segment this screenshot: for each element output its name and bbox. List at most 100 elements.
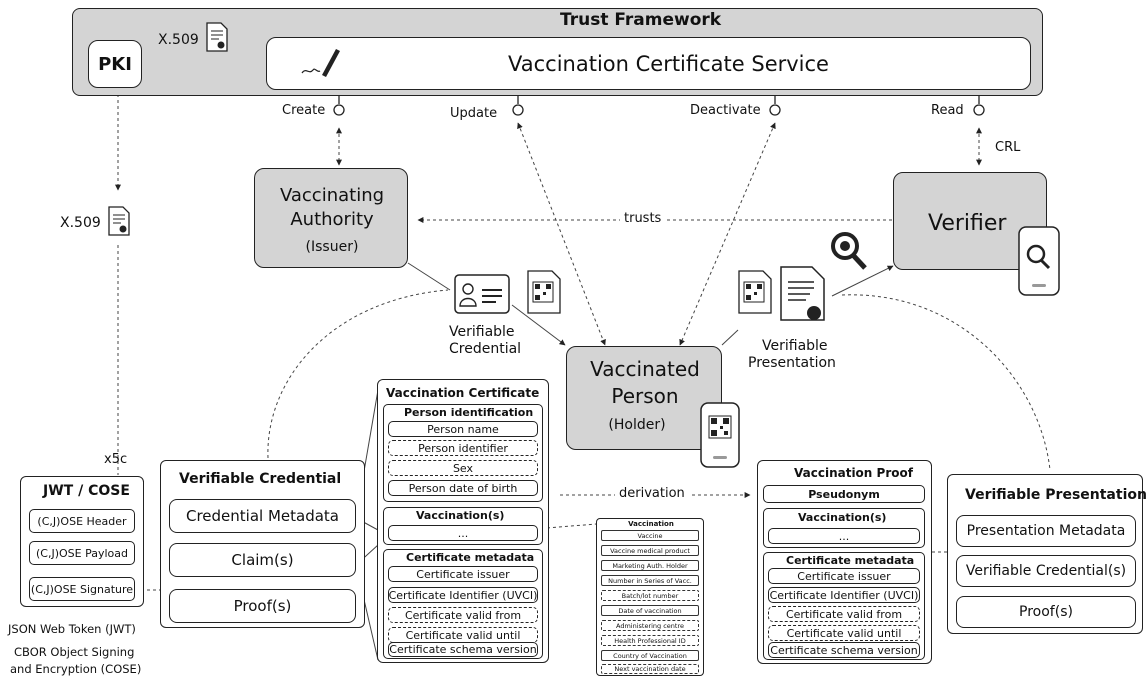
certificate-uvci: Certificate Identifier (UVCI): [388, 587, 538, 603]
service-box: Vaccination Certificate Service: [266, 37, 1031, 90]
crl-label: CRL: [995, 140, 1021, 155]
interface-sockets: [333, 96, 985, 116]
vaccinating-authority-box: Vaccinating Authority (Issuer): [254, 168, 408, 268]
pen-signature-icon: [301, 49, 340, 77]
vaccinations-ellipsis: ...: [388, 525, 538, 541]
pki-box: PKI: [88, 40, 142, 88]
trusts-label: trusts: [620, 211, 666, 226]
certificate-schema-version: Certificate schema version: [388, 642, 538, 657]
vc-title: Verifiable Credential: [179, 471, 342, 487]
service-label: Vaccination Certificate Service: [508, 51, 829, 76]
vaccinations-title: Vaccination(s): [416, 509, 505, 522]
verifiable-presentation-box: Verifiable Presentation Presentation Met…: [947, 474, 1147, 634]
credential-metadata: Credential Metadata: [169, 499, 356, 533]
person-dob: Person date of birth: [388, 480, 538, 496]
update-label: Update: [450, 106, 498, 121]
jwt-cose-box: JWT / COSE (C,J)OSE Header (C,J)OSE Payl…: [20, 476, 144, 607]
certificate-valid-until: Certificate valid until: [388, 627, 538, 643]
certificate-valid-from: Certificate valid from: [388, 607, 538, 623]
proof-vaccinations-title: Vaccination(s): [798, 511, 887, 524]
vc-arc: [267, 289, 449, 459]
magnifier-icon: [831, 232, 867, 270]
proof-metadata-group: Certificate metadata Certificate issuer …: [763, 552, 925, 660]
vaccination-to-detail-line: [546, 523, 597, 529]
jose-signature: (C,J)OSE Signature: [29, 577, 135, 601]
pki-label: PKI: [98, 53, 132, 75]
proof-schema-version: Certificate schema version: [768, 642, 920, 658]
pseudonym: Pseudonym: [763, 485, 925, 503]
certificate-issuer: Certificate issuer: [388, 566, 538, 582]
cose-caption-line1: CBOR Object Signing: [14, 645, 135, 659]
derivation-label: derivation: [615, 486, 689, 501]
certificate-metadata-group: Certificate metadata Certificate issuer …: [383, 549, 543, 659]
vaccination-proof-title: Vaccination Proof: [794, 466, 913, 480]
phone-icon: [1018, 226, 1060, 296]
detail-vaccine: Vaccine: [601, 530, 699, 541]
presentation-proofs: Proof(s): [956, 596, 1136, 628]
proof-certificate-issuer: Certificate issuer: [768, 568, 920, 584]
presentation-credentials: Verifiable Credential(s): [956, 555, 1136, 587]
holder-line2: Person: [611, 384, 679, 408]
cert-metadata-title: Certificate metadata: [406, 551, 535, 564]
vaccination-certificate-box: Vaccination Certificate Person identific…: [377, 379, 549, 663]
detail-date-vaccination: Date of vaccination: [601, 605, 699, 616]
detail-health-professional: Health Professional ID: [601, 635, 699, 646]
vc-label-line2: Credential: [449, 341, 522, 357]
verifiable-credential-box: Verifiable Credential Credential Metadat…: [160, 460, 365, 628]
authority-line1: Vaccinating: [279, 185, 385, 206]
person-name: Person name: [388, 421, 538, 437]
vaccination-detail-box: Vaccination Vaccine Vaccine medical prod…: [596, 518, 704, 676]
detail-marketing-holder: Marketing Auth. Holder: [601, 560, 699, 571]
document-certificate-icon-2: [108, 206, 130, 236]
authority-line2: Authority: [290, 209, 374, 230]
authority-line3: (Issuer): [305, 239, 359, 255]
credential-arrow: [511, 304, 566, 346]
x509-top-label: X.509: [158, 32, 199, 48]
holder-line3: (Holder): [608, 417, 666, 433]
verifier-label: Verifier: [928, 211, 1007, 236]
qr-code-icon-2: [738, 270, 772, 314]
jose-payload: (C,J)OSE Payload: [29, 541, 135, 565]
document-certificate-icon: [206, 22, 228, 52]
phone-qr-icon: [700, 402, 740, 468]
proof-valid-from: Certificate valid from: [768, 606, 920, 622]
qr-code-icon: [527, 270, 561, 314]
proof-vaccinations-ellipsis: ...: [768, 528, 920, 544]
detail-number-in-series: Number in Series of Vacc.: [601, 575, 699, 586]
vaccinated-person-box: Vaccinated Person (Holder): [566, 346, 722, 450]
trust-framework-title: Trust Framework: [560, 10, 722, 30]
id-card-icon: [454, 274, 510, 314]
presentation-metadata: Presentation Metadata: [956, 515, 1136, 547]
vaccination-proof-box: Vaccination Proof Pseudonym Vaccination(…: [757, 460, 932, 664]
certificate-icon: [780, 266, 825, 321]
proof-valid-until: Certificate valid until: [768, 625, 920, 641]
vp-label-line2: Presentation: [748, 355, 836, 371]
proofs: Proof(s): [169, 589, 356, 623]
presentation-arrow: [831, 265, 894, 297]
jwt-caption: JSON Web Token (JWT): [8, 622, 136, 636]
proof-vaccinations-group: Vaccination(s) ...: [763, 508, 925, 548]
person-identification-title: Person identification: [404, 406, 534, 419]
read-label: Read: [931, 103, 964, 118]
create-label: Create: [282, 103, 326, 118]
deactivate-arrow: [679, 122, 776, 346]
detail-medical-product: Vaccine medical product: [601, 545, 699, 556]
x509-left-label: X.509: [60, 215, 101, 231]
person-identification-group: Person identification Person name Person…: [383, 404, 543, 502]
vaccinations-group: Vaccination(s) ...: [383, 507, 543, 545]
holder-line1: Vaccinated: [590, 357, 700, 381]
proof-certificate-uvci: Certificate Identifier (UVCI): [768, 587, 920, 603]
vp-title: Verifiable Presentation: [965, 487, 1147, 503]
proof-metadata-title: Certificate metadata: [786, 554, 915, 567]
jose-header: (C,J)OSE Header: [29, 509, 135, 533]
vp-arc: [841, 294, 1051, 471]
update-arrow: [517, 122, 606, 346]
claims: Claim(s): [169, 543, 356, 577]
cose-caption-line2: and Encryption (COSE): [10, 662, 142, 676]
jwt-cose-title: JWT / COSE: [43, 483, 130, 499]
detail-country: Country of Vaccination: [601, 650, 699, 661]
detail-next-date: Next vaccination date: [601, 664, 699, 674]
detail-administering-centre: Administering centre: [601, 620, 699, 631]
sex: Sex: [388, 460, 538, 476]
vc-cert-title: Vaccination Certificate: [386, 386, 540, 400]
